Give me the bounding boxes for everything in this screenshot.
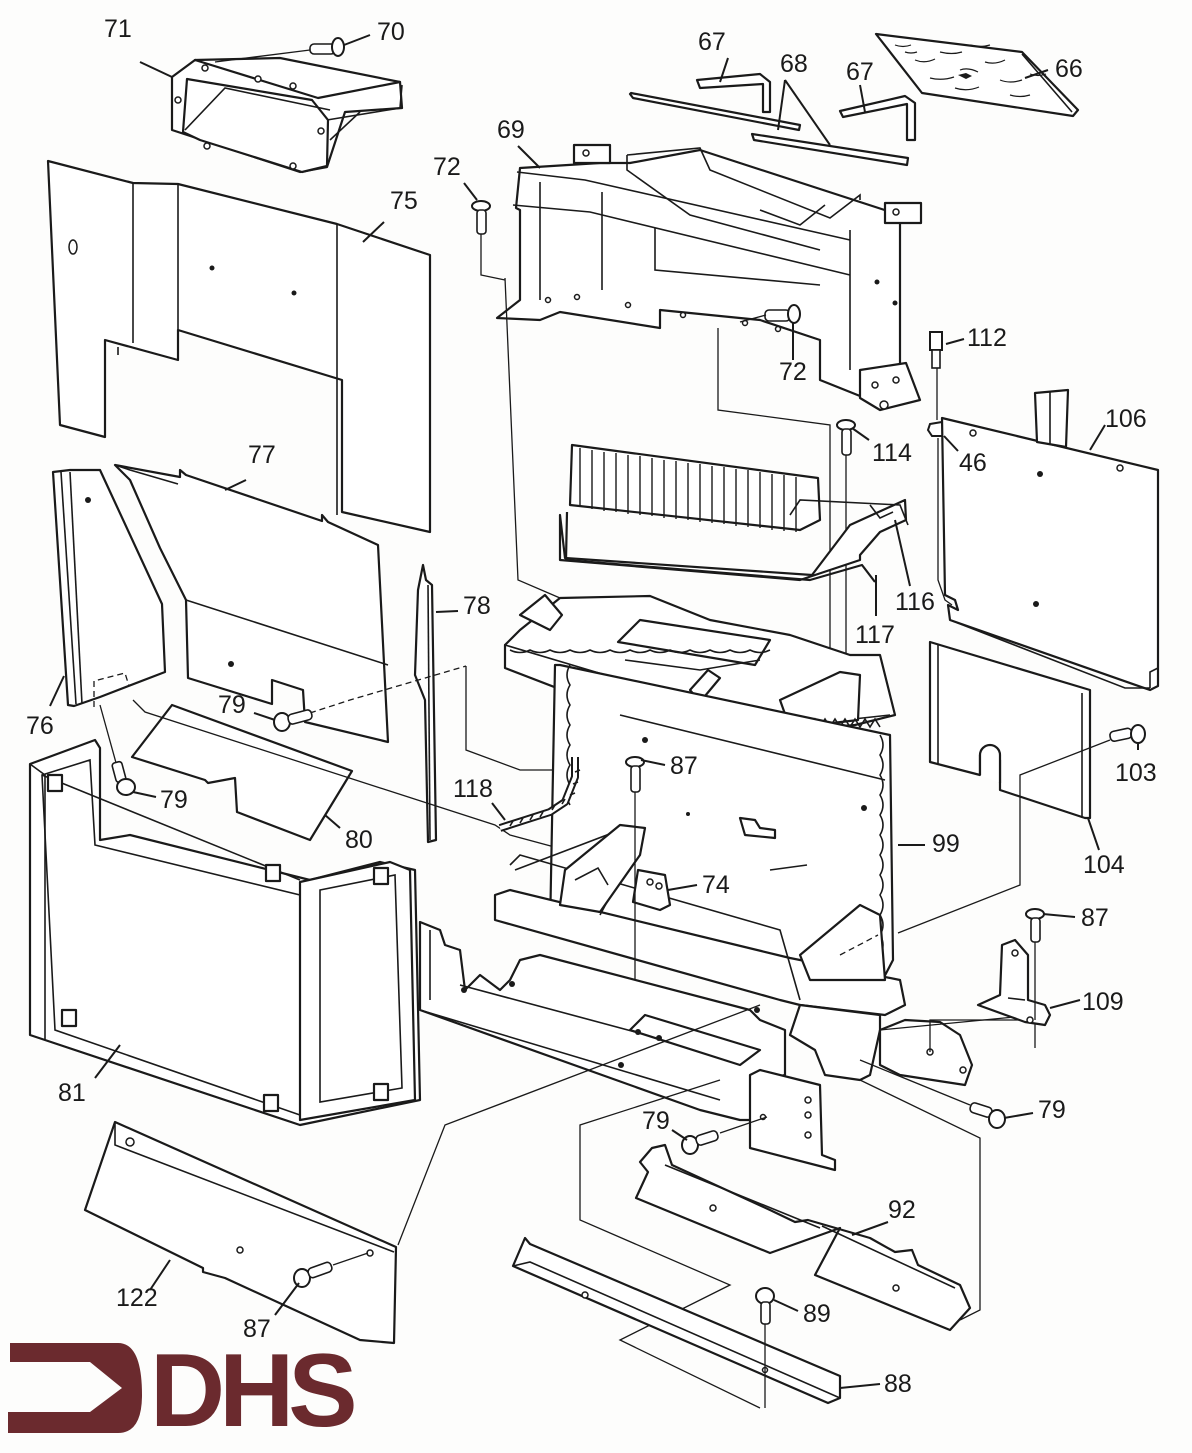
callout-87-bracket: 87	[1081, 904, 1109, 932]
callout-103: 103	[1115, 759, 1157, 787]
callout-67-left: 67	[698, 28, 726, 56]
part-88-angle-rail	[511, 1236, 842, 1405]
part-92-bottom-channel	[634, 1143, 972, 1332]
callout-76: 76	[26, 712, 54, 740]
callout-89: 89	[803, 1300, 831, 1328]
callout-66: 66	[1055, 55, 1083, 83]
part-76-side-panel	[51, 468, 167, 708]
part-77-back-baffle	[113, 463, 390, 744]
callout-74: 74	[702, 871, 730, 899]
callout-68: 68	[780, 50, 808, 78]
callout-88: 88	[884, 1370, 912, 1398]
callout-87-kickplate: 87	[243, 1315, 271, 1343]
screw-89	[755, 1287, 775, 1408]
callout-118: 118	[453, 775, 493, 803]
guide-line-side	[132, 699, 611, 863]
guide-line-79a	[309, 665, 467, 714]
callout-92: 92	[888, 1196, 916, 1224]
callout-81: 81	[58, 1079, 86, 1107]
callout-70: 70	[377, 18, 405, 46]
screw-72-lower	[739, 304, 801, 324]
part-81-front-frame	[28, 738, 422, 1127]
callout-72-lower: 72	[779, 358, 807, 386]
callout-99: 99	[932, 830, 960, 858]
part-68-rod-lower	[750, 132, 910, 167]
screw-79-base-right	[859, 1059, 1006, 1129]
part-base-assembly	[418, 920, 1036, 1172]
part-71-flue-outlet-box	[170, 56, 404, 174]
callout-79-side: 79	[160, 786, 188, 814]
callout-87-firebox: 87	[670, 752, 698, 780]
callout-114: 114	[872, 439, 912, 467]
callout-80: 80	[345, 826, 373, 854]
guide-line-base-right	[859, 1079, 981, 1321]
callout-46: 46	[959, 449, 987, 477]
callout-79-baffle: 79	[218, 691, 246, 719]
screw-79-baffle	[273, 709, 313, 732]
callout-71: 71	[104, 15, 132, 43]
callout-79-base-right: 79	[1038, 1096, 1066, 1124]
callout-104: 104	[1083, 851, 1125, 879]
callout-75: 75	[390, 187, 418, 215]
guide-line-hood-right	[717, 328, 831, 650]
callout-117: 117	[855, 621, 895, 649]
part-78-side-trim	[413, 563, 438, 844]
callout-labels: 71 70 67 68 67 66 69 72 75 72 112 106 11…	[26, 15, 1157, 1398]
stud-112	[929, 331, 943, 420]
guide-line-kickplate	[397, 1004, 761, 1246]
callout-67-right: 67	[846, 58, 874, 86]
screw-87-kickplate	[293, 1252, 369, 1288]
part-80-lower-plate	[130, 703, 354, 842]
part-67-l-rod-left	[695, 72, 772, 114]
part-117-gasket	[564, 511, 876, 583]
part-67-l-rod-right	[838, 94, 917, 142]
logo-text: DHS	[150, 1333, 354, 1449]
screw-87-bracket	[1025, 908, 1045, 1020]
callout-69: 69	[497, 116, 525, 144]
callout-109: 109	[1082, 988, 1124, 1016]
part-118-sealing-rope	[498, 757, 581, 832]
dhs-logo: DHS	[8, 1333, 360, 1449]
callout-106: 106	[1105, 405, 1147, 433]
callout-77: 77	[248, 441, 276, 469]
part-109-mounting-bracket	[976, 938, 1052, 1027]
part-99-firebox	[493, 593, 907, 1017]
callout-79-base-left: 79	[642, 1107, 670, 1135]
callout-116: 116	[895, 588, 935, 616]
part-116-heat-exchanger	[558, 443, 909, 582]
leader-lines	[49, 34, 1139, 1389]
guide-line-base-left	[579, 1079, 761, 1409]
part-75-rear-panel	[46, 159, 432, 534]
part-106-side-shield	[940, 388, 1160, 692]
callout-112: 112	[967, 324, 1007, 352]
part-122-kick-plate	[83, 1120, 398, 1345]
screw-72-upper	[471, 200, 506, 281]
part-104-side-cover	[928, 640, 1092, 820]
logo-arrow-icon	[8, 1343, 142, 1433]
screw-70	[214, 37, 345, 63]
part-69-top-hood	[495, 143, 923, 412]
screw-79-side	[99, 704, 136, 796]
guide-line-hood	[504, 277, 561, 599]
part-66-top-refractory-panel	[874, 32, 1080, 118]
callout-72-upper: 72	[433, 153, 461, 181]
callout-78: 78	[463, 592, 491, 620]
part-68-rod-upper	[628, 91, 802, 132]
callout-122: 122	[116, 1284, 158, 1312]
